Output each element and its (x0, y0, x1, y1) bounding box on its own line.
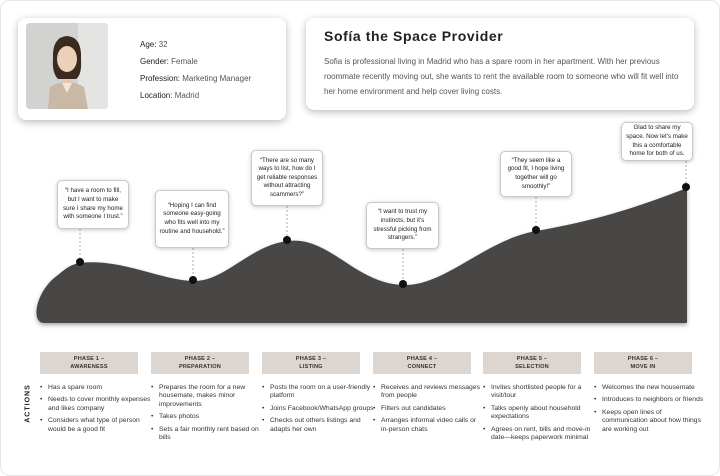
gender-value: Female (171, 57, 198, 66)
phase-name: PREPARATION (178, 364, 222, 370)
phase-name: CONNECT (407, 364, 437, 370)
list-item: Needs to cover monthly expenses and like… (40, 396, 152, 413)
phase-number: PHASE 3 – (295, 356, 327, 362)
phase-header-preparation: PHASE 2 – PREPARATION (151, 352, 249, 374)
profession-row: Profession: Marketing Manager (140, 70, 251, 87)
list-item: Welcomes the new housemate (594, 384, 706, 393)
phase-header-connect: PHASE 4 – CONNECT (373, 352, 471, 374)
phase-header-move-in: PHASE 6 – MOVE IN (594, 352, 692, 374)
age-label: Age: (140, 40, 157, 49)
profession-value: Marketing Manager (182, 74, 252, 83)
actions-label: ACTIONS (24, 384, 32, 423)
phase-header-listing: PHASE 3 – LISTING (262, 352, 360, 374)
gender-label: Gender: (140, 57, 169, 66)
actions-awareness: Has a spare room Needs to cover monthly … (40, 384, 152, 438)
list-item: Introduces to neighbors or friends (594, 396, 706, 405)
persona-story-card: Sofía the Space Provider Sofia is profes… (306, 18, 694, 110)
phase-number: PHASE 5 – (516, 356, 548, 362)
quote-move-in: Glad to share my space. Now let's make t… (621, 122, 693, 161)
persona-card: Age: 32 Gender: Female Profession: Marke… (18, 18, 286, 120)
location-row: Location: Madrid (140, 87, 251, 104)
quote-preparation: “Hoping I can find someone easy-going wh… (155, 190, 229, 248)
list-item: Arranges informal video calls or in-pers… (373, 417, 485, 434)
phase-header-awareness: PHASE 1 – AWARENESS (40, 352, 138, 374)
list-item: Prepares the room for a new housemate, m… (151, 384, 263, 409)
actions-selection: Invites shortlisted people for a visit/t… (483, 384, 595, 446)
list-item: Considers what type of person would be a… (40, 417, 152, 434)
persona-facts: Age: 32 Gender: Female Profession: Marke… (140, 36, 251, 104)
actions-preparation: Prepares the room for a new housemate, m… (151, 384, 263, 446)
actions-connect: Receives and reviews messages from peopl… (373, 384, 485, 438)
actions-move-in: Welcomes the new housemate Introduces to… (594, 384, 706, 438)
phase-number: PHASE 1 – (73, 356, 105, 362)
age-value: 32 (158, 40, 168, 49)
actions-listing: Posts the room on a user-friendly platfo… (262, 384, 374, 438)
age-row: Age: 32 (140, 36, 251, 53)
list-item: Checks out others listings and adapts he… (262, 417, 374, 434)
location-label: Location: (140, 91, 173, 100)
profession-label: Profession: (140, 74, 181, 83)
list-item: Sets a fair monthly rent based on bills (151, 426, 263, 443)
quote-connect: “I want to trust my instincts, but it's … (366, 202, 439, 249)
phase-name: AWARENESS (70, 364, 108, 370)
quote-listing: “There are so many ways to list, how do … (251, 150, 323, 206)
list-item: Has a spare room (40, 384, 152, 393)
gender-row: Gender: Female (140, 53, 251, 70)
list-item: Filters out candidates (373, 405, 485, 414)
phase-number: PHASE 6 – (627, 356, 659, 362)
quote-selection: “They seem like a good fit, I hope livin… (500, 151, 572, 197)
list-item: Talks openly about household expectation… (483, 405, 595, 422)
persona-portrait-icon (26, 23, 108, 109)
phase-name: LISTING (299, 364, 323, 370)
location-value: Madrid (174, 91, 200, 100)
phase-name: SELECTION (515, 364, 549, 370)
list-item: Keeps open lines of communication about … (594, 409, 706, 434)
persona-photo (26, 23, 108, 109)
list-item: Invites shortlisted people for a visit/t… (483, 384, 595, 401)
phase-name: MOVE IN (630, 364, 656, 370)
list-item: Receives and reviews messages from peopl… (373, 384, 485, 401)
list-item: Takes photos (151, 413, 263, 422)
quote-awareness: “I have a room to fill, but I want to ma… (57, 180, 129, 229)
list-item: Joins Facebook/WhatsApp groups (262, 405, 374, 414)
persona-title: Sofía the Space Provider (324, 28, 504, 44)
phase-number: PHASE 2 – (184, 356, 216, 362)
phase-number: PHASE 4 – (406, 356, 438, 362)
phase-header-selection: PHASE 5 – SELECTION (483, 352, 581, 374)
persona-description: Sofia is professional living in Madrid w… (324, 57, 679, 96)
list-item: Agrees on rent, bills and move-in date—k… (483, 426, 595, 443)
list-item: Posts the room on a user-friendly platfo… (262, 384, 374, 401)
